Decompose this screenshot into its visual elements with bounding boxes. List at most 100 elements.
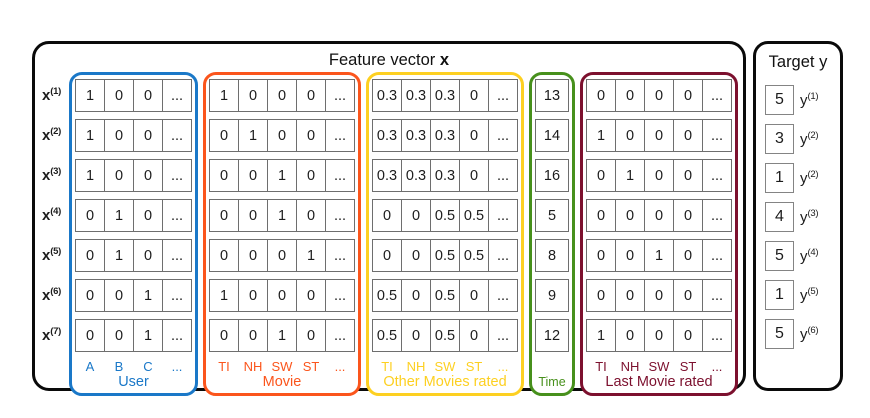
matrix-row: 16 bbox=[535, 159, 569, 192]
column-letter: ... bbox=[171, 359, 183, 374]
row-label-text-base: x bbox=[41, 87, 51, 104]
matrix-cell: ... bbox=[488, 319, 518, 352]
matrix-cell: 0 bbox=[238, 279, 268, 312]
target-label-sup: (5) bbox=[807, 285, 819, 297]
row-label-text-sup: (1) bbox=[50, 86, 61, 97]
matrix-cell: 0 bbox=[615, 319, 645, 352]
target-value-cell: 1 bbox=[765, 163, 794, 193]
matrix-cell: 1 bbox=[209, 79, 239, 112]
matrix-cell: 0 bbox=[75, 199, 105, 232]
matrix-cell: 0 bbox=[238, 79, 268, 112]
column-letter: ... bbox=[334, 359, 346, 374]
matrix-cell: 0.5 bbox=[372, 319, 402, 352]
matrix-cell: 0 bbox=[586, 199, 616, 232]
row-label-text: x(7) bbox=[42, 327, 61, 344]
matrix-cell: 0 bbox=[267, 239, 297, 272]
matrix-cell: 0 bbox=[644, 199, 674, 232]
column-letter: NH bbox=[243, 359, 263, 374]
matrix-cell: 0 bbox=[296, 199, 326, 232]
matrix-cell: 0 bbox=[133, 159, 163, 192]
matrix-cell: 1 bbox=[586, 119, 616, 152]
target-title: Target y bbox=[768, 53, 828, 71]
row-label: x(4) bbox=[37, 199, 64, 232]
matrix-cell: 0.3 bbox=[430, 79, 460, 112]
matrix-cell: 0 bbox=[644, 159, 674, 192]
column-letter: SW bbox=[271, 359, 293, 374]
row-label: x(7) bbox=[37, 319, 64, 352]
matrix-cell: 0 bbox=[372, 199, 402, 232]
matrix-cell: 0.3 bbox=[401, 79, 431, 112]
matrix-cell: ... bbox=[325, 119, 355, 152]
row-label-text: x(4) bbox=[42, 207, 61, 224]
matrix-cell: ... bbox=[325, 319, 355, 352]
matrix-cell: 0 bbox=[673, 119, 703, 152]
matrix-cell: 0 bbox=[401, 319, 431, 352]
matrix-cell: 0.3 bbox=[401, 159, 431, 192]
row-label-text-sup: (7) bbox=[50, 326, 61, 337]
matrix-cell: 0 bbox=[209, 239, 239, 272]
matrix-cell: 0 bbox=[133, 239, 163, 272]
matrix-cell: ... bbox=[702, 319, 732, 352]
matrix-cell: 0 bbox=[209, 199, 239, 232]
target-value-cell: 5 bbox=[765, 319, 794, 349]
matrix-cell: 0 bbox=[644, 119, 674, 152]
matrix-cell: 0 bbox=[673, 159, 703, 192]
matrix-cell: ... bbox=[488, 159, 518, 192]
matrix-cell: 8 bbox=[535, 239, 569, 272]
matrix-cell: 1 bbox=[238, 119, 268, 152]
matrix-cell: ... bbox=[325, 239, 355, 272]
matrix-cell: 0 bbox=[615, 79, 645, 112]
matrix-cell: 0 bbox=[238, 199, 268, 232]
matrix-cell: ... bbox=[702, 239, 732, 272]
matrix-cell: 1 bbox=[615, 159, 645, 192]
matrix-cell: ... bbox=[702, 159, 732, 192]
matrix-cell: 0 bbox=[615, 239, 645, 272]
matrix-cell: 0.5 bbox=[372, 279, 402, 312]
matrix-cell: 0.5 bbox=[430, 199, 460, 232]
row-label-text: x(2) bbox=[42, 127, 61, 144]
matrix-cell: ... bbox=[488, 239, 518, 272]
matrix-row: 9 bbox=[535, 279, 569, 312]
target-label: y(5) bbox=[800, 285, 819, 303]
matrix-cell: 0 bbox=[104, 119, 134, 152]
matrix-cell: 0 bbox=[133, 199, 163, 232]
row-label-text-sup: (3) bbox=[50, 166, 61, 177]
matrix-cell: 0 bbox=[615, 279, 645, 312]
matrix-cell: 5 bbox=[535, 199, 569, 232]
matrix-cell: ... bbox=[702, 79, 732, 112]
matrix-cell: 1 bbox=[75, 159, 105, 192]
row-label: x(5) bbox=[37, 239, 64, 272]
matrix-cell: 1 bbox=[104, 199, 134, 232]
matrix-cell: 0 bbox=[75, 279, 105, 312]
matrix-cell: ... bbox=[162, 119, 192, 152]
matrix-cell: 0 bbox=[673, 239, 703, 272]
matrix-cell: 0.5 bbox=[430, 239, 460, 272]
matrix-cell: 1 bbox=[267, 199, 297, 232]
matrix-cell: 0 bbox=[644, 279, 674, 312]
column-letter: ST bbox=[302, 359, 320, 374]
column-letter: C bbox=[143, 359, 153, 374]
row-label: x(3) bbox=[37, 159, 64, 192]
target-value-cell: 5 bbox=[765, 85, 794, 115]
group-name-last-movie: Last Movie rated bbox=[605, 374, 713, 390]
